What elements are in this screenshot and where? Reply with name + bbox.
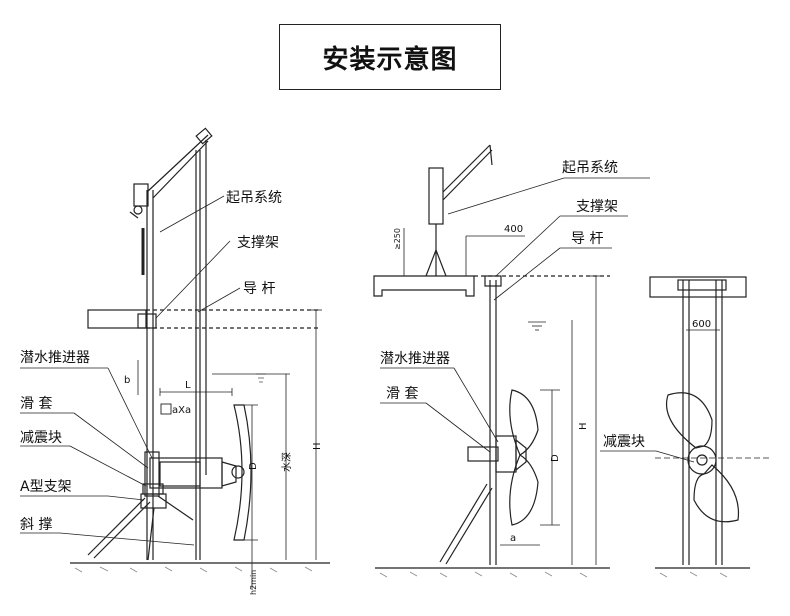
left-damping-block-label: 减震块 — [20, 430, 62, 446]
middle-thruster-label: 潜水推进器 — [380, 351, 450, 367]
right-view-labels: 600 减震块 — [603, 319, 711, 450]
right-dim-600: 600 — [692, 319, 711, 330]
left-dim-h2min: h2min — [249, 570, 258, 595]
middle-guide-rod-label: 导 杆 — [571, 231, 603, 247]
middle-sliding-sleeve-label: 滑 套 — [386, 385, 418, 402]
middle-support-frame-label: 支撑架 — [576, 199, 618, 215]
middle-view-labels: 起吊系统 支撑架 导 杆 潜水推进器 滑 套 400 ≥250 D H a — [380, 160, 618, 544]
left-dim-axa: aXa — [172, 405, 191, 416]
left-guide-rod-label: 导 杆 — [243, 281, 275, 297]
left-dim-water-depth: 水深 — [281, 452, 293, 472]
left-lifting-system-label: 起吊系统 — [226, 190, 282, 206]
middle-dim-D: D — [550, 454, 561, 462]
left-installation-view — [20, 127, 330, 590]
middle-lifting-system-label: 起吊系统 — [562, 160, 618, 176]
middle-dim-400: 400 — [504, 224, 523, 235]
right-front-view — [600, 276, 770, 578]
middle-installation-view — [373, 144, 650, 578]
left-dim-H: H — [312, 442, 323, 450]
middle-dim-a: a — [510, 533, 516, 544]
left-thruster-label: 潜水推进器 — [20, 350, 90, 366]
left-dim-L: L — [185, 380, 191, 391]
middle-dim-250: ≥250 — [393, 228, 402, 250]
left-view-labels: 起吊系统 支撑架 导 杆 潜水推进器 滑 套 减震块 A型支架 斜 撑 b L … — [20, 190, 323, 595]
left-support-frame-label: 支撑架 — [237, 235, 279, 251]
right-damping-block-label: 减震块 — [603, 434, 645, 450]
left-a-frame-label: A型支架 — [20, 479, 72, 495]
left-dim-D: D — [248, 462, 259, 470]
left-sliding-sleeve-label: 滑 套 — [20, 395, 52, 412]
middle-dim-H: H — [578, 422, 589, 430]
diagram-title: 安装示意图 — [279, 24, 501, 90]
left-dim-b: b — [124, 375, 130, 386]
left-diagonal-brace-label: 斜 撑 — [20, 517, 52, 533]
